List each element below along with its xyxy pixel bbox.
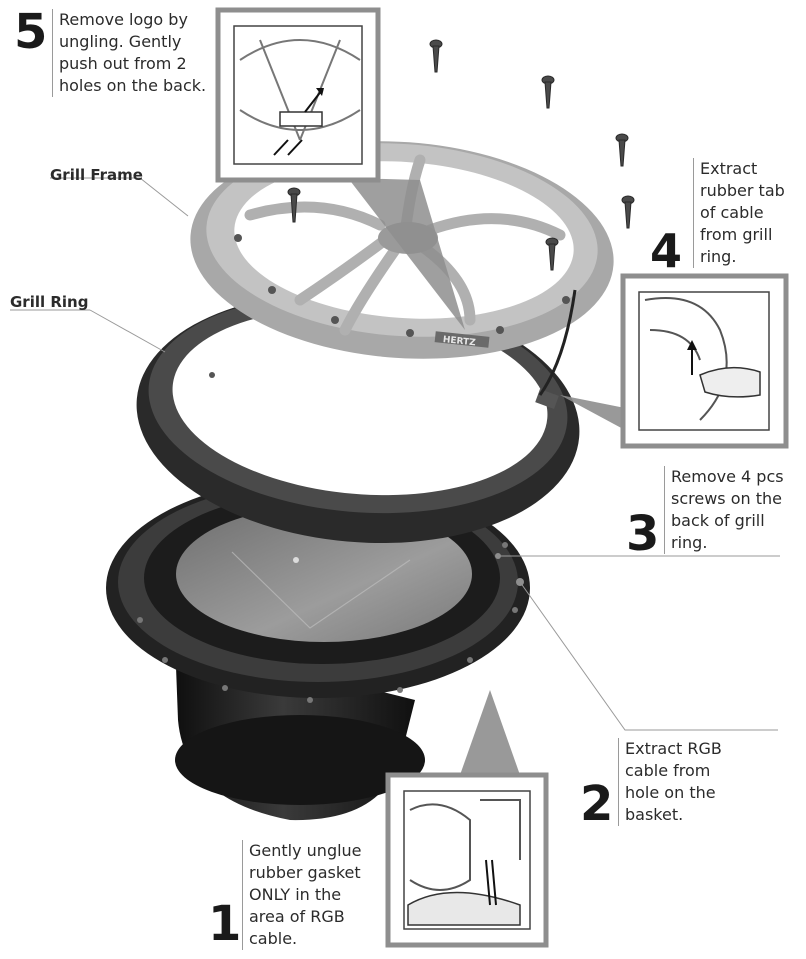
cone-highlight	[231, 551, 411, 629]
screw	[545, 237, 559, 271]
label-grill-ring: Grill Ring	[10, 293, 89, 311]
wedge-step1	[460, 690, 520, 775]
wedge-step5-lower	[348, 178, 465, 330]
screw	[287, 187, 301, 223]
step-5-number: 5	[14, 4, 48, 60]
step-5-text: Remove logo by ungling. Gently push out …	[52, 9, 219, 97]
label-grill-frame: Grill Frame	[50, 166, 143, 184]
leader-grill-ring	[10, 309, 166, 353]
woofer-magnet	[175, 715, 425, 805]
leader-lines	[10, 177, 780, 731]
inset-step5	[215, 7, 381, 183]
leader-grill-frame	[50, 177, 189, 217]
screw	[429, 39, 443, 73]
step-2-number: 2	[580, 776, 614, 832]
hand	[699, 366, 761, 398]
woofer-bolts	[137, 542, 518, 703]
screws	[287, 39, 635, 271]
hertz-badge-text: HERTZ	[442, 335, 476, 348]
rgb-cable	[538, 289, 577, 396]
screw	[541, 75, 555, 109]
step-3-text: Remove 4 pcs screws on the back of grill…	[664, 466, 801, 554]
screw-marker	[495, 553, 501, 559]
screw	[615, 133, 629, 167]
inset-step4	[620, 273, 789, 449]
step-1-number: 1	[208, 896, 242, 952]
grill-spokes	[244, 154, 566, 336]
gasket-hand	[407, 891, 521, 926]
logo-plate	[279, 111, 323, 127]
screw	[621, 195, 635, 229]
step-4-text: Extract rubber tab of cable from grill r…	[693, 158, 800, 268]
rgb-hole-marker	[516, 578, 524, 586]
wedge-step4	[560, 395, 625, 430]
loose-screw	[209, 372, 215, 378]
step-1-text: Gently unglue rubber gasket ONLY in the …	[242, 840, 379, 950]
step-2-text: Extract RGB cable from hole on the baske…	[618, 738, 745, 826]
hertz-badge	[434, 331, 490, 348]
cone-screw	[293, 557, 299, 563]
inset-step1	[385, 772, 549, 948]
inset-step4-view	[638, 291, 770, 431]
grill-frame-holes	[234, 234, 570, 337]
step-4-number: 4	[650, 224, 683, 278]
step-3-number: 3	[626, 506, 660, 562]
leader-step2	[519, 581, 778, 731]
